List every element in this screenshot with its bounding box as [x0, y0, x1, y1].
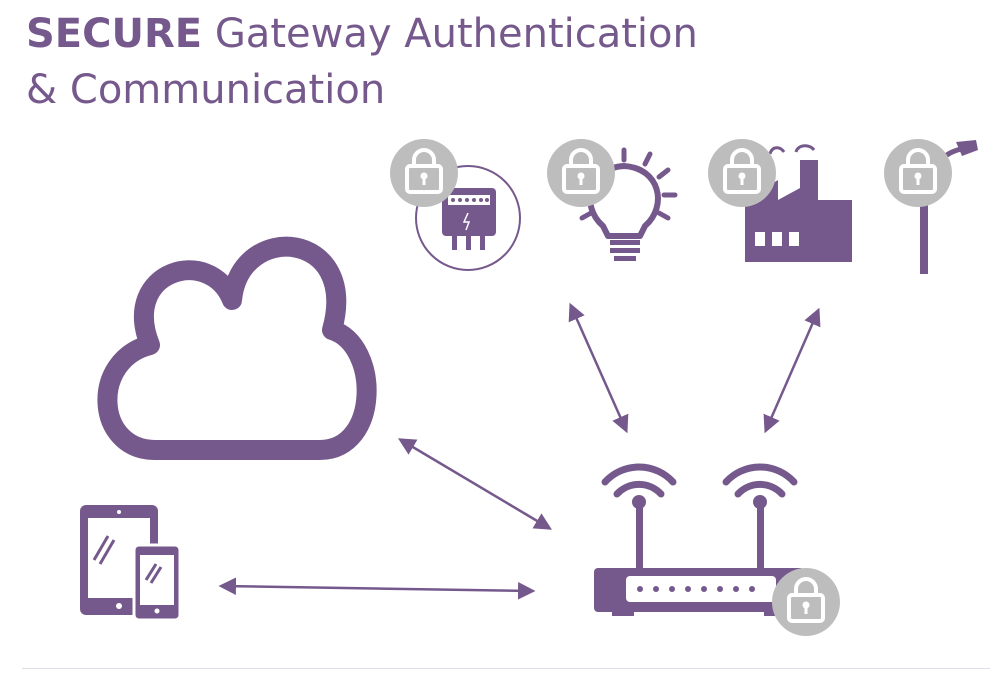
lock-icon: [882, 137, 954, 209]
router-icon: [594, 463, 804, 616]
title-text: Gateway Authentication: [214, 11, 698, 57]
lock-icon: [706, 137, 778, 209]
arrow-bulb-router: [568, 302, 629, 434]
title-emphasis: SECURE: [26, 11, 203, 57]
lock-icon: [388, 137, 460, 209]
lock-icon: [770, 566, 842, 638]
arrow-devices-router: [218, 577, 536, 600]
smart-meter-icon: [415, 165, 521, 271]
arrow-factory-router: [763, 307, 821, 434]
lock-icon: [545, 137, 617, 209]
title-line2: & Communication: [26, 67, 386, 113]
mobile-devices-icon: [80, 505, 182, 622]
cloud-icon: [97, 236, 377, 460]
arrow-cloud-router: [397, 438, 553, 530]
footer-divider: [22, 668, 990, 669]
page-title: SECURE Gateway Authentication & Communic…: [26, 6, 698, 118]
